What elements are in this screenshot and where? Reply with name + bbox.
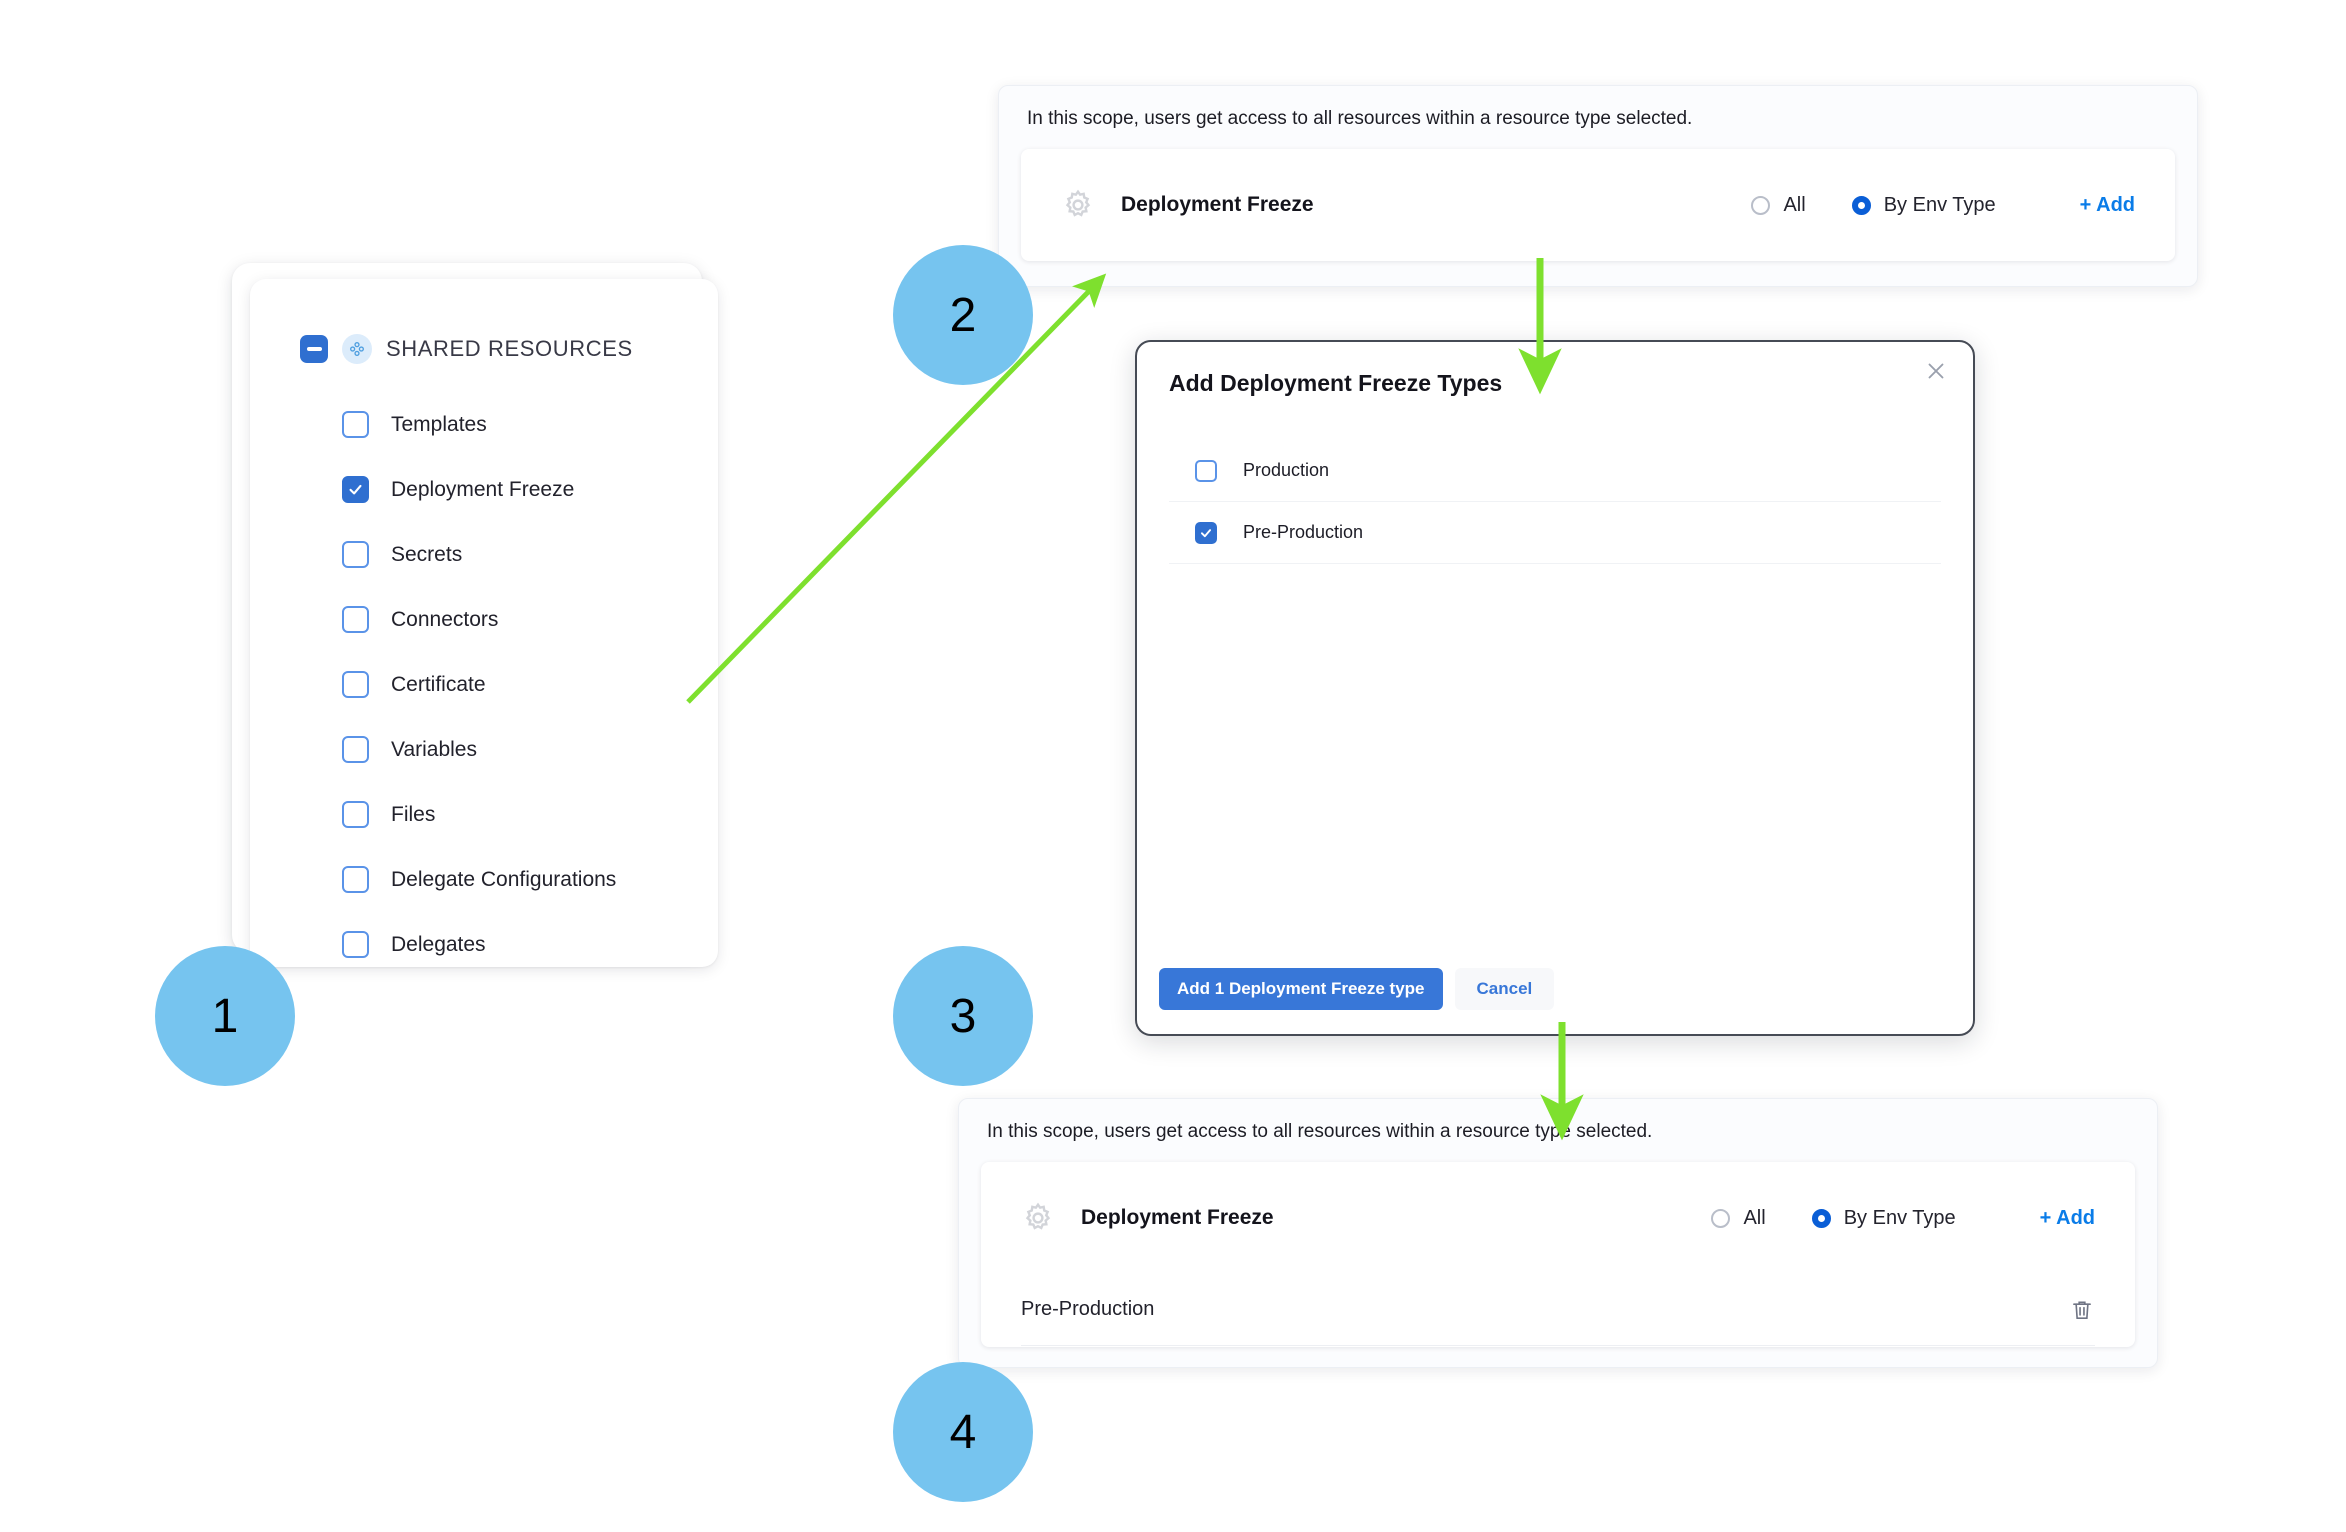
step-badge-3: 3 bbox=[893, 946, 1033, 1086]
radio-option-all[interactable]: All bbox=[1751, 193, 1806, 217]
step-badge-1: 1 bbox=[155, 946, 295, 1086]
scope-radio-group: All By Env Type bbox=[1711, 1206, 1956, 1230]
add-button[interactable]: + Add bbox=[2079, 193, 2135, 216]
env-type-option-list: Production Pre-Production bbox=[1169, 440, 1941, 564]
checkbox-production[interactable] bbox=[1195, 459, 1217, 482]
resource-item-label: Secrets bbox=[391, 542, 463, 566]
modal-title: Add Deployment Freeze Types bbox=[1169, 370, 1503, 396]
resource-item-label: Deployment Freeze bbox=[391, 477, 575, 501]
resource-item-templates[interactable]: Templates bbox=[342, 392, 702, 457]
add-deployment-freeze-type-button[interactable]: Add 1 Deployment Freeze type bbox=[1159, 968, 1443, 1010]
step-badge-4: 4 bbox=[893, 1362, 1033, 1502]
checkbox-files[interactable] bbox=[342, 801, 369, 828]
modal-footer: Add 1 Deployment Freeze type Cancel bbox=[1159, 968, 1555, 1010]
selected-env-type-row: Pre-Production bbox=[1021, 1274, 2095, 1346]
gear-icon bbox=[1021, 1201, 1055, 1235]
scope-panel-before: In this scope, users get access to all r… bbox=[998, 85, 2198, 287]
indeterminate-dash-icon bbox=[306, 347, 322, 351]
resource-item-label: Connectors bbox=[391, 607, 499, 631]
resource-type-title: Deployment Freeze bbox=[1081, 1206, 1274, 1229]
resource-item-delegate-configurations[interactable]: Delegate Configurations bbox=[342, 847, 702, 912]
resource-item-label: Delegates bbox=[391, 932, 486, 956]
resource-type-card: Deployment Freeze All By Env Type + Add bbox=[1021, 149, 2175, 261]
shared-resources-checkbox[interactable] bbox=[300, 335, 328, 363]
resource-item-connectors[interactable]: Connectors bbox=[342, 587, 702, 652]
shared-resources-header[interactable]: SHARED RESOURCES bbox=[300, 334, 633, 364]
trash-icon[interactable] bbox=[2069, 1297, 2095, 1323]
arrow-1-to-2 bbox=[686, 273, 1107, 704]
step-badge-2: 2 bbox=[893, 245, 1033, 385]
radio-dot-all[interactable] bbox=[1711, 1208, 1731, 1228]
env-type-option-label: Pre-Production bbox=[1243, 522, 1364, 542]
radio-label: All bbox=[1743, 1206, 1766, 1229]
radio-dot-by-env-type[interactable] bbox=[1811, 1208, 1831, 1228]
radio-option-by-env-type[interactable]: By Env Type bbox=[1851, 193, 1996, 217]
checkbox-connectors[interactable] bbox=[342, 606, 369, 633]
add-button[interactable]: + Add bbox=[2039, 1206, 2095, 1229]
checkbox-templates[interactable] bbox=[342, 411, 369, 438]
add-deployment-freeze-types-modal: Add Deployment Freeze Types Production P… bbox=[1135, 340, 1975, 1036]
scope-note: In this scope, users get access to all r… bbox=[1027, 108, 1693, 129]
resource-item-variables[interactable]: Variables bbox=[342, 717, 702, 782]
env-type-option-pre-production[interactable]: Pre-Production bbox=[1169, 502, 1941, 564]
radio-label: By Env Type bbox=[1883, 193, 1996, 216]
env-type-option-label: Production bbox=[1243, 460, 1330, 480]
resource-type-row: Deployment Freeze All By Env Type + Add bbox=[981, 1162, 2135, 1274]
resource-item-label: Files bbox=[391, 802, 436, 826]
resource-item-deployment-freeze[interactable]: Deployment Freeze bbox=[342, 457, 702, 522]
resource-item-certificate[interactable]: Certificate bbox=[342, 652, 702, 717]
resource-item-label: Templates bbox=[391, 412, 487, 436]
selected-env-type-label: Pre-Production bbox=[1021, 1298, 1155, 1320]
checkbox-pre-production[interactable] bbox=[1195, 521, 1217, 544]
radio-label: All bbox=[1783, 193, 1806, 216]
shared-resources-title: SHARED RESOURCES bbox=[386, 336, 633, 361]
shared-resources-icon bbox=[342, 334, 372, 364]
resource-type-card: Deployment Freeze All By Env Type + Add … bbox=[981, 1162, 2135, 1347]
resource-item-label: Delegate Configurations bbox=[391, 867, 617, 891]
resource-item-label: Certificate bbox=[391, 672, 486, 696]
scope-radio-group: All By Env Type bbox=[1751, 193, 1996, 217]
scope-panel-after: In this scope, users get access to all r… bbox=[958, 1098, 2158, 1368]
radio-dot-all[interactable] bbox=[1751, 195, 1771, 215]
radio-dot-by-env-type[interactable] bbox=[1851, 195, 1871, 215]
resource-type-list: Templates Deployment Freeze Secrets bbox=[342, 392, 702, 977]
radio-option-by-env-type[interactable]: By Env Type bbox=[1811, 1206, 1956, 1230]
cancel-button[interactable]: Cancel bbox=[1454, 968, 1555, 1010]
card-front-layer: SHARED RESOURCES Templates Deployment Fr… bbox=[250, 279, 718, 967]
scope-note: In this scope, users get access to all r… bbox=[987, 1121, 1653, 1142]
gear-icon bbox=[1061, 188, 1095, 222]
checkbox-deployment-freeze[interactable] bbox=[342, 476, 369, 503]
resource-item-secrets[interactable]: Secrets bbox=[342, 522, 702, 587]
resource-item-files[interactable]: Files bbox=[342, 782, 702, 847]
radio-label: By Env Type bbox=[1843, 1206, 1956, 1229]
resource-type-row: Deployment Freeze All By Env Type + Add bbox=[1021, 149, 2175, 261]
resource-type-title: Deployment Freeze bbox=[1121, 193, 1314, 216]
checkbox-certificate[interactable] bbox=[342, 671, 369, 698]
shared-resources-panel: SHARED RESOURCES Templates Deployment Fr… bbox=[232, 263, 718, 968]
checkbox-variables[interactable] bbox=[342, 736, 369, 763]
checkbox-delegates[interactable] bbox=[342, 931, 369, 958]
checkbox-delegate-configurations[interactable] bbox=[342, 866, 369, 893]
checkbox-secrets[interactable] bbox=[342, 541, 369, 568]
close-icon[interactable] bbox=[1921, 356, 1951, 386]
resource-item-delegates[interactable]: Delegates bbox=[342, 912, 702, 977]
resource-item-label: Variables bbox=[391, 737, 477, 761]
env-type-option-production[interactable]: Production bbox=[1169, 440, 1941, 502]
radio-option-all[interactable]: All bbox=[1711, 1206, 1766, 1230]
